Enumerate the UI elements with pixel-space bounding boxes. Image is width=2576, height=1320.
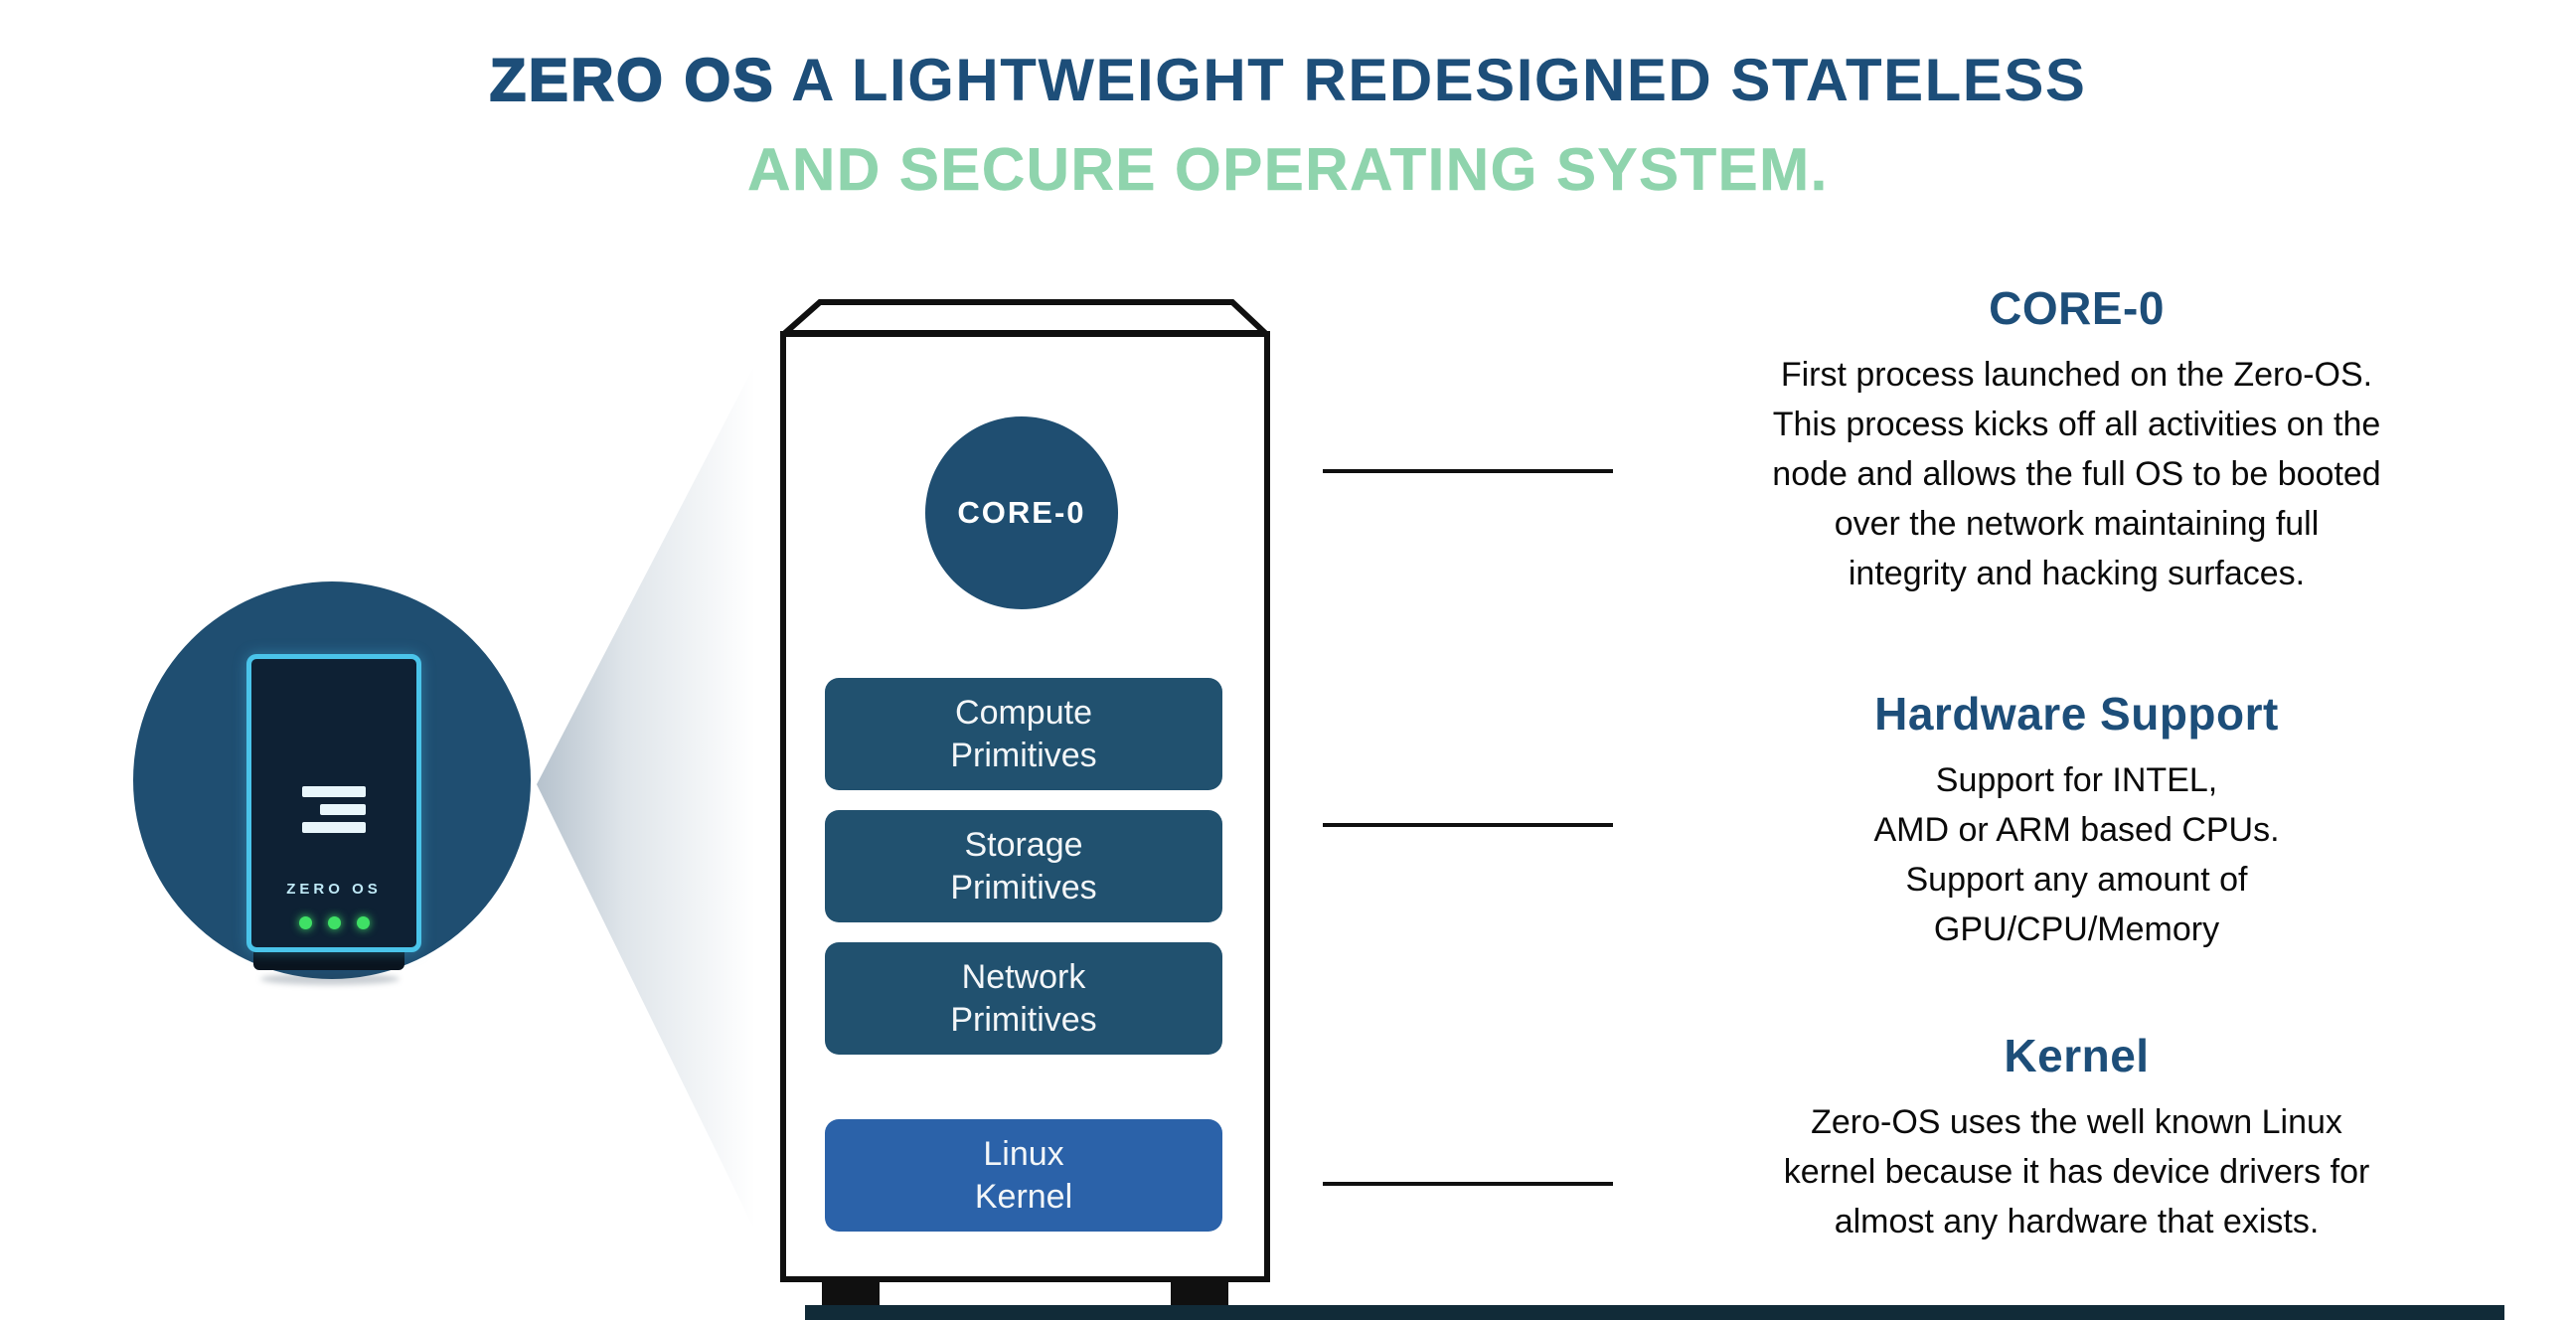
led-icon bbox=[298, 916, 312, 929]
section-heading: CORE-0 bbox=[1989, 282, 2165, 334]
info-column: CORE-0 First process launched on the Zer… bbox=[1701, 281, 2452, 1247]
logo-bar bbox=[302, 822, 366, 833]
led-icon bbox=[327, 916, 341, 929]
title-line1-rest: A LIGHTWEIGHT REDESIGNED STATELESS bbox=[775, 47, 2087, 113]
section-body: First process launched on the Zero-OS. T… bbox=[1772, 356, 2381, 592]
projection-beam bbox=[537, 306, 785, 1292]
connector-line-kernel bbox=[1323, 1182, 1613, 1186]
connector-line-hardware bbox=[1323, 823, 1613, 827]
title-line2: AND SECURE OPERATING SYSTEM. bbox=[747, 136, 1829, 204]
page-title: ZERO OS A LIGHTWEIGHT REDESIGNED STATELE… bbox=[0, 36, 2576, 215]
section-hardware-support: Hardware Support Support for INTEL, AMD … bbox=[1701, 687, 2452, 955]
layer-storage-primitives: Storage Primitives bbox=[825, 810, 1222, 922]
title-brand: ZERO OS bbox=[489, 46, 776, 114]
section-body: Support for INTEL, AMD or ARM based CPUs… bbox=[1873, 760, 2280, 948]
server-shadow bbox=[260, 973, 400, 985]
section-heading: Hardware Support bbox=[1874, 687, 2279, 740]
core-0-label: CORE-0 bbox=[957, 495, 1086, 530]
section-body: Zero-OS uses the well known Linux kernel… bbox=[1783, 1102, 2370, 1240]
connector-line-core bbox=[1323, 469, 1613, 473]
section-kernel: Kernel Zero-OS uses the well known Linux… bbox=[1701, 1029, 2452, 1247]
logo-bar bbox=[320, 804, 366, 815]
led-indicators bbox=[251, 916, 416, 929]
layer-compute-primitives: Compute Primitives bbox=[825, 678, 1222, 790]
bottom-bar bbox=[805, 1305, 2504, 1320]
logo-bar bbox=[302, 786, 366, 797]
layer-network-primitives: Network Primitives bbox=[825, 942, 1222, 1055]
section-core-0: CORE-0 First process launched on the Zer… bbox=[1701, 281, 2452, 599]
server-name-label: ZERO OS bbox=[286, 881, 382, 898]
led-icon bbox=[356, 916, 370, 929]
layer-linux-kernel: Linux Kernel bbox=[825, 1119, 1222, 1232]
server-tower: ZERO OS bbox=[246, 654, 421, 952]
section-heading: Kernel bbox=[2004, 1029, 2150, 1081]
threefold-logo-icon bbox=[302, 786, 366, 840]
core-0-circle: CORE-0 bbox=[925, 416, 1118, 609]
